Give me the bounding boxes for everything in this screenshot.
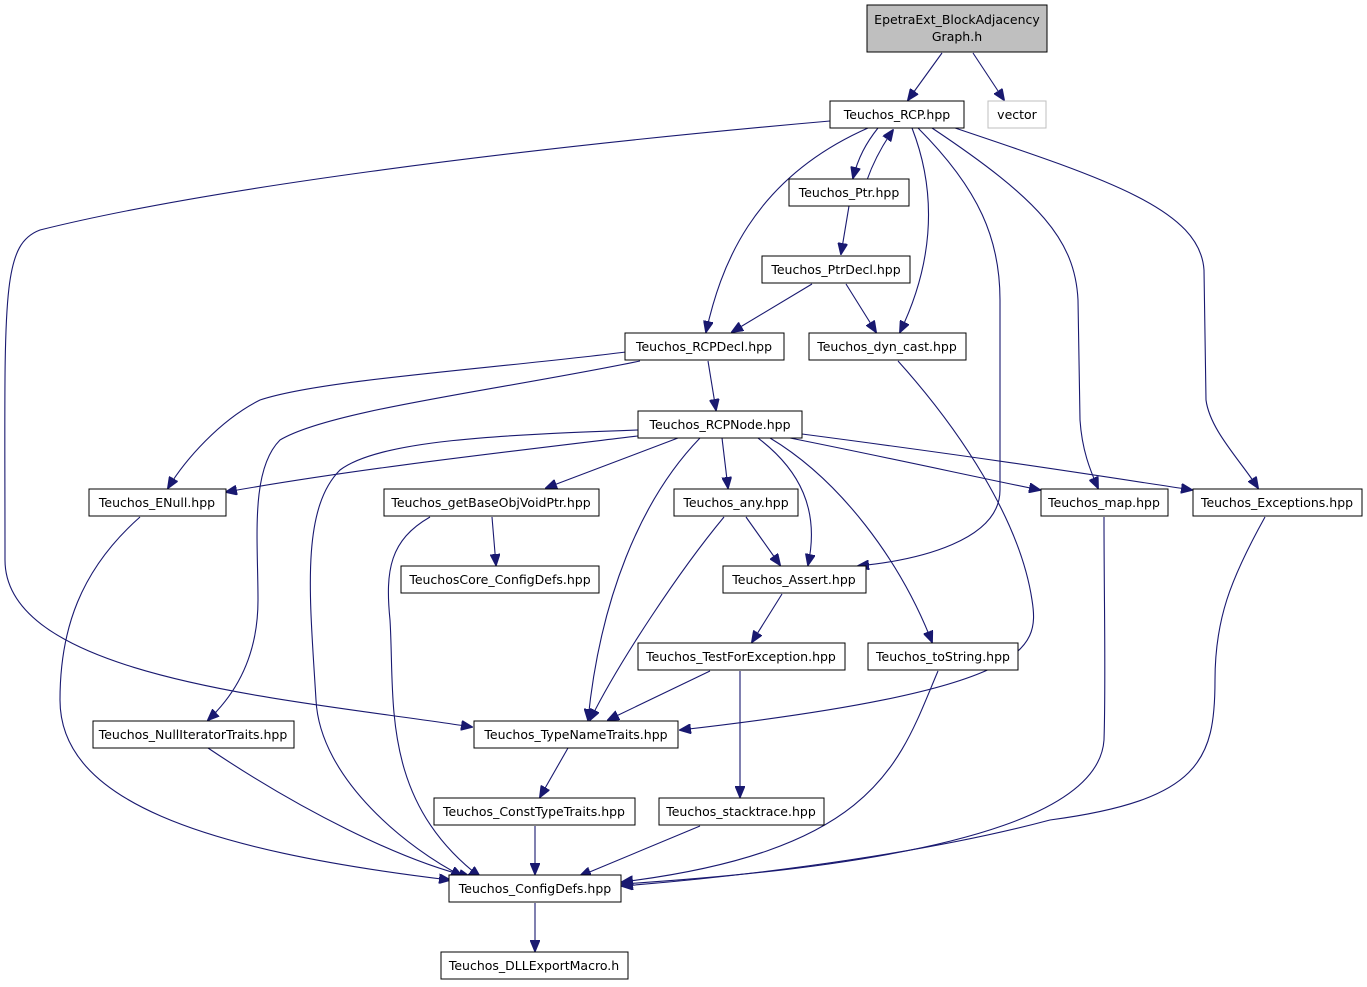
edge-rcpdecl-to-nulliter (208, 360, 641, 720)
edge-any-to-assert (745, 516, 780, 565)
node-label: Teuchos_any.hpp (682, 495, 788, 510)
node-dyncast[interactable]: Teuchos_dyn_cast.hpp (808, 332, 967, 361)
node-nulliter[interactable]: Teuchos_NullIteratorTraits.hpp (92, 720, 295, 749)
edge-ptr-to-rcp (866, 130, 893, 181)
node-label: Teuchos_ConstTypeTraits.hpp (442, 804, 625, 819)
node-ptrdecl[interactable]: Teuchos_PtrDecl.hpp (761, 255, 911, 284)
edge-rcp-to-assert (858, 127, 1001, 566)
edge-nulliter-to-configdefs (207, 747, 470, 877)
node-label: Teuchos_stacktrace.hpp (665, 804, 816, 819)
edge-map-to-configdefs (622, 516, 1106, 884)
node-rcpnode[interactable]: Teuchos_RCPNode.hpp (637, 410, 803, 439)
edges (4, 52, 1266, 951)
node-label: Teuchos_ENull.hpp (98, 495, 215, 510)
node-root[interactable]: EpetraExt_BlockAdjacency Graph.h (866, 4, 1048, 53)
edge-rcpnode-to-assert (757, 437, 811, 565)
edge-getbase-to-configdefs (387, 516, 480, 877)
node-label: Teuchos_Ptr.hpp (798, 185, 900, 200)
edge-rcpdecl-to-enull (168, 351, 627, 488)
edge-typename-to-consttype (540, 747, 569, 797)
nodes: EpetraExt_BlockAdjacency Graph.h vector … (88, 4, 1363, 980)
edge-rcpnode-to-map (789, 437, 1040, 490)
edge-dyncast-to-typename (680, 360, 1035, 730)
edge-rcpdecl-to-rcpnode (707, 360, 716, 410)
node-label: Teuchos_DLLExportMacro.h (448, 958, 619, 973)
edge-assert-to-testfor (752, 593, 783, 642)
edge-rcp-to-typename (4, 120, 831, 727)
edge-tostring-to-configdefs (622, 670, 939, 882)
edge-root-to-rcp (908, 52, 943, 100)
edge-ptrdecl-to-dyncast (845, 283, 876, 332)
edge-rcpnode-to-getbase (546, 437, 679, 488)
node-label: vector (997, 107, 1038, 122)
node-label: Teuchos_dyn_cast.hpp (816, 339, 957, 354)
node-ptr[interactable]: Teuchos_Ptr.hpp (788, 178, 910, 207)
edge-rcpnode-to-exceptions (801, 433, 1192, 490)
node-label: Teuchos_ConfigDefs.hpp (458, 881, 611, 896)
edge-rcp-to-dyncast (900, 127, 930, 332)
edge-ptrdecl-to-rcpdecl (732, 283, 813, 332)
node-label: Teuchos_RCPNode.hpp (648, 417, 790, 432)
node-label: Teuchos_RCPDecl.hpp (635, 339, 772, 354)
node-testfor[interactable]: Teuchos_TestForException.hpp (637, 642, 846, 671)
edge-ptr-to-ptrdecl (841, 205, 850, 254)
node-getbase[interactable]: Teuchos_getBaseObjVoidPtr.hpp (383, 488, 600, 517)
node-typename[interactable]: Teuchos_TypeNameTraits.hpp (473, 720, 679, 749)
edge-rcpnode-to-enull (226, 435, 639, 492)
node-vector[interactable]: vector (987, 100, 1047, 129)
node-configdefs[interactable]: Teuchos_ConfigDefs.hpp (448, 874, 622, 903)
node-label: TeuchosCore_ConfigDefs.hpp (408, 572, 590, 587)
node-label: Teuchos_Exceptions.hpp (1200, 495, 1353, 510)
node-label: Teuchos_NullIteratorTraits.hpp (98, 727, 288, 742)
node-rcp[interactable]: Teuchos_RCP.hpp (829, 100, 965, 129)
edge-getbase-to-coreconfig (492, 516, 496, 565)
node-coreconfig[interactable]: TeuchosCore_ConfigDefs.hpp (400, 565, 600, 594)
node-label: Teuchos_toString.hpp (875, 649, 1010, 664)
node-label: Teuchos_Assert.hpp (731, 572, 855, 587)
edge-rcp-to-rcpdecl (706, 127, 869, 332)
node-consttype[interactable]: Teuchos_ConstTypeTraits.hpp (433, 797, 636, 826)
edge-rcpnode-to-configdefs (309, 429, 639, 876)
node-enull[interactable]: Teuchos_ENull.hpp (88, 488, 227, 517)
node-label: Teuchos_map.hpp (1047, 495, 1160, 510)
edge-testfor-to-typename (608, 670, 711, 720)
edge-rcp-to-exceptions (954, 127, 1258, 488)
node-label: Teuchos_RCP.hpp (843, 107, 951, 122)
node-label: Teuchos_PtrDecl.hpp (770, 262, 900, 277)
edge-rcp-to-ptr (853, 127, 879, 178)
edge-rcpnode-to-tostring (769, 437, 932, 642)
node-tostring[interactable]: Teuchos_toString.hpp (867, 642, 1019, 671)
node-stacktrace[interactable]: Teuchos_stacktrace.hpp (658, 797, 825, 826)
edge-enull-to-configdefs (59, 516, 450, 880)
node-root-line2: Graph.h (932, 29, 982, 44)
edge-any-to-typename (590, 516, 725, 720)
node-exceptions[interactable]: Teuchos_Exceptions.hpp (1192, 488, 1363, 517)
node-root-line1: EpetraExt_BlockAdjacency (874, 12, 1040, 27)
node-label: Teuchos_getBaseObjVoidPtr.hpp (390, 495, 590, 510)
edge-root-to-vector (972, 52, 1004, 100)
node-label: Teuchos_TypeNameTraits.hpp (483, 727, 667, 742)
edge-stacktrace-to-configdefs (580, 825, 701, 876)
edge-rcpnode-to-typename (588, 437, 701, 720)
node-label: Teuchos_TestForException.hpp (645, 649, 836, 664)
edge-exceptions-to-configdefs (622, 516, 1266, 886)
node-assert[interactable]: Teuchos_Assert.hpp (722, 565, 867, 594)
edge-rcp-to-map (931, 127, 1098, 488)
edge-rcpnode-to-any (721, 437, 728, 488)
node-map[interactable]: Teuchos_map.hpp (1040, 488, 1169, 517)
node-any[interactable]: Teuchos_any.hpp (673, 488, 799, 517)
node-rcpdecl[interactable]: Teuchos_RCPDecl.hpp (624, 332, 785, 361)
node-dllexport[interactable]: Teuchos_DLLExportMacro.h (440, 951, 629, 980)
